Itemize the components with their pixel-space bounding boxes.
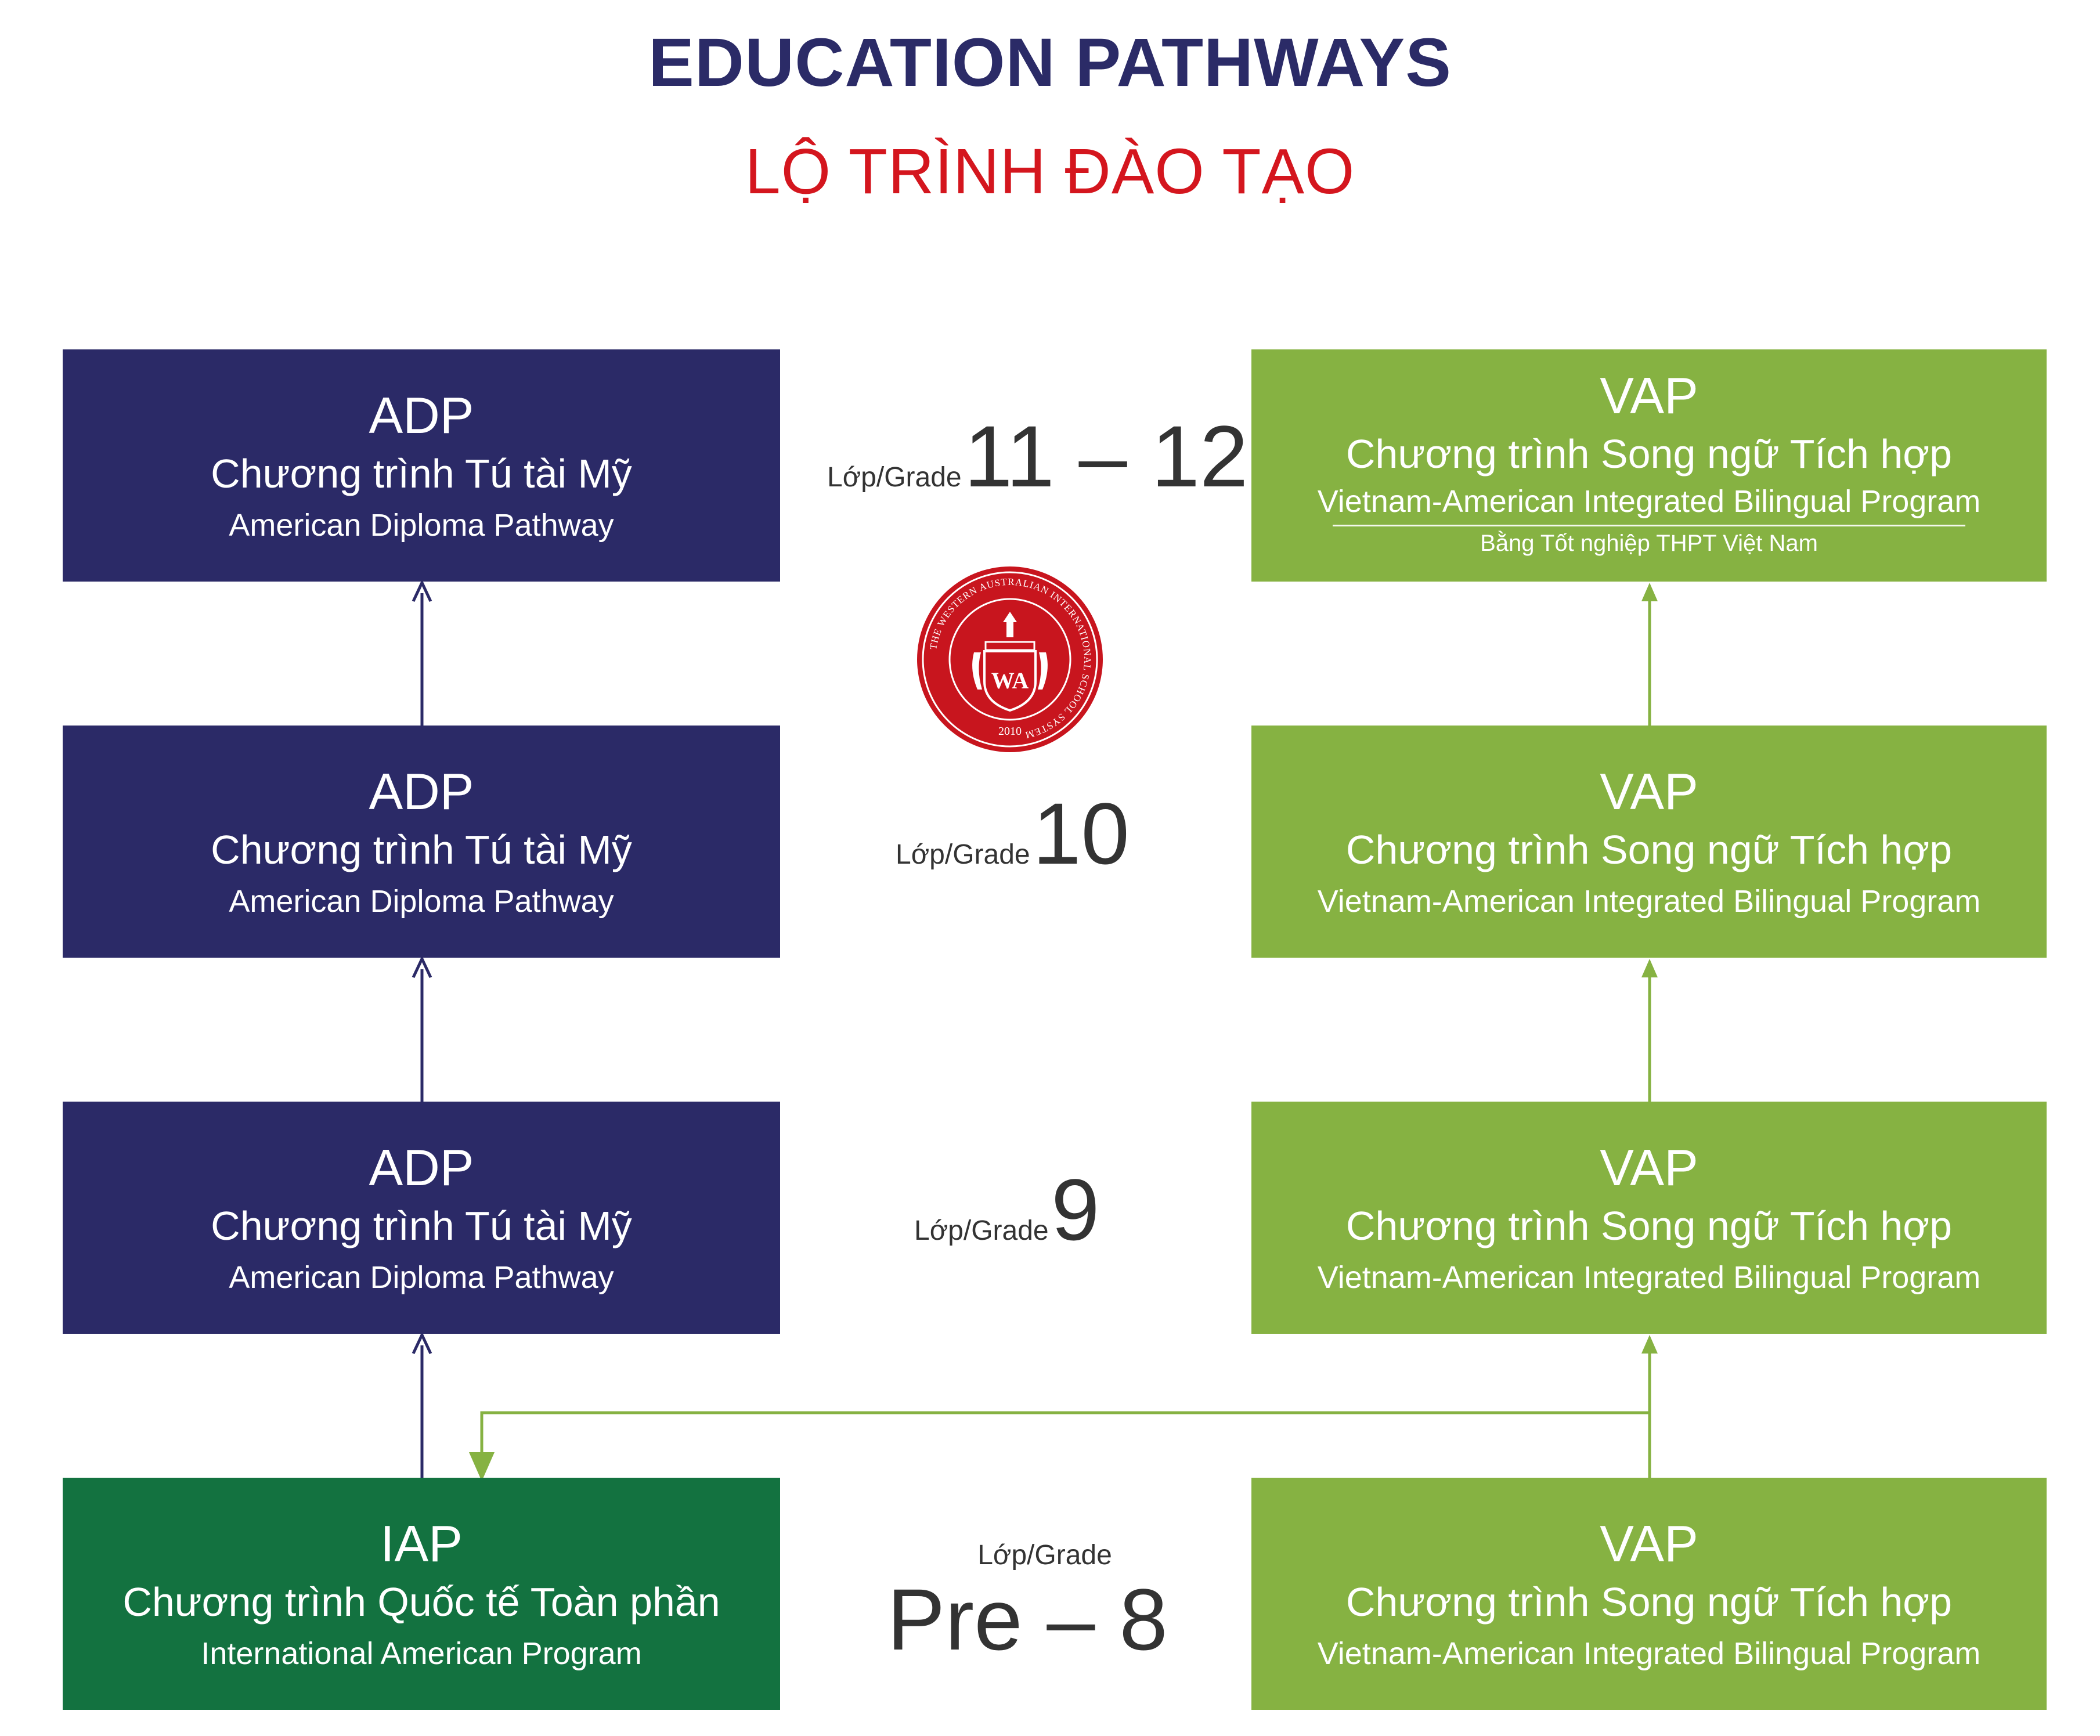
grade-label-9: Lớp/Grade 9 bbox=[914, 1160, 1100, 1260]
adp-connector-11-from-10 bbox=[412, 579, 432, 729]
program-name-vn: Chương trình Song ngữ Tích hợp bbox=[1345, 1203, 1953, 1248]
school-crest-seal-icon: THE WESTERN AUSTRALIAN INTERNATIONAL SCH… bbox=[917, 566, 1103, 752]
vap-box-grade-10: VAP Chương trình Song ngữ Tích hợp Vietn… bbox=[1251, 726, 2047, 958]
program-code: ADP bbox=[369, 763, 474, 820]
grade-label-pre-8: Lớp/Grade Pre – 8 bbox=[865, 1538, 1190, 1666]
grade-value: 10 bbox=[1033, 785, 1130, 882]
page-title: EDUCATION PATHWAYS bbox=[648, 24, 1452, 101]
program-code: VAP bbox=[1600, 763, 1698, 820]
program-name-vn: Chương trình Quốc tế Toàn phần bbox=[122, 1579, 720, 1625]
adp-box-grade-11-12: ADP Chương trình Tú tài Mỹ American Dipl… bbox=[63, 349, 780, 582]
adp-connector-9-from-iap bbox=[412, 1331, 432, 1481]
program-name-vn: Chương trình Song ngữ Tích hợp bbox=[1345, 1579, 1953, 1625]
seal-year: 2010 bbox=[998, 725, 1022, 738]
program-name-en: American Diploma Pathway bbox=[229, 884, 614, 919]
program-code: VAP bbox=[1600, 1515, 1698, 1572]
program-name-vn: Chương trình Tú tài Mỹ bbox=[211, 827, 632, 872]
iap-box-grade-pre-8: IAP Chương trình Quốc tế Toàn phần Inter… bbox=[63, 1478, 780, 1710]
grade-prefix: Lớp/Grade bbox=[896, 839, 1030, 870]
grade-prefix: Lớp/Grade bbox=[914, 1215, 1049, 1246]
grade-value: 9 bbox=[1051, 1161, 1100, 1258]
vap-box-grade-9: VAP Chương trình Song ngữ Tích hợp Vietn… bbox=[1251, 1102, 2047, 1334]
diploma-note: Bằng Tốt nghiệp THPT Việt Nam bbox=[1480, 530, 1818, 556]
adp-connector-10-from-9 bbox=[412, 955, 432, 1105]
grade-value: 11 – 12 bbox=[964, 407, 1249, 505]
program-code: VAP bbox=[1600, 1139, 1698, 1196]
program-code: IAP bbox=[380, 1515, 463, 1572]
program-code: ADP bbox=[369, 1139, 474, 1196]
page-subtitle: LỘ TRÌNH ĐÀO TẠO bbox=[745, 136, 1355, 207]
vap-to-iap-transfer-connector bbox=[469, 1411, 1650, 1481]
program-name-vn: Chương trình Tú tài Mỹ bbox=[211, 1203, 632, 1248]
grade-value: Pre – 8 bbox=[887, 1571, 1168, 1668]
vap-box-grade-pre-8: VAP Chương trình Song ngữ Tích hợp Vietn… bbox=[1251, 1478, 2047, 1710]
program-name-vn: Chương trình Song ngữ Tích hợp bbox=[1345, 827, 1953, 872]
grade-prefix: Lớp/Grade bbox=[977, 1540, 1112, 1571]
divider bbox=[1333, 525, 1965, 526]
program-name-en: Vietnam-American Integrated Bilingual Pr… bbox=[1317, 484, 1981, 519]
adp-box-grade-10: ADP Chương trình Tú tài Mỹ American Dipl… bbox=[63, 726, 780, 958]
program-name-en: Vietnam-American Integrated Bilingual Pr… bbox=[1317, 1636, 1981, 1671]
program-code: ADP bbox=[369, 387, 474, 444]
program-code: VAP bbox=[1600, 367, 1698, 424]
vap-connector-11-from-10 bbox=[1641, 583, 1658, 729]
seal-letters: WA bbox=[991, 667, 1029, 694]
vap-connector-9-from-pre8 bbox=[1641, 1335, 1658, 1481]
program-name-en: American Diploma Pathway bbox=[229, 508, 614, 543]
grade-label-10: Lớp/Grade 10 bbox=[896, 784, 1130, 884]
program-name-en: Vietnam-American Integrated Bilingual Pr… bbox=[1317, 884, 1981, 919]
program-name-vn: Chương trình Song ngữ Tích hợp bbox=[1345, 431, 1953, 477]
grade-label-11-12: Lớp/Grade 11 – 12 bbox=[827, 406, 1248, 507]
adp-box-grade-9: ADP Chương trình Tú tài Mỹ American Dipl… bbox=[63, 1102, 780, 1334]
vap-box-grade-11-12: VAP Chương trình Song ngữ Tích hợp Vietn… bbox=[1251, 349, 2047, 582]
program-name-vn: Chương trình Tú tài Mỹ bbox=[211, 451, 632, 496]
grade-prefix: Lớp/Grade bbox=[827, 462, 962, 493]
program-name-en: Vietnam-American Integrated Bilingual Pr… bbox=[1317, 1260, 1981, 1295]
program-name-en: American Diploma Pathway bbox=[229, 1260, 614, 1295]
program-name-en: International American Program bbox=[201, 1636, 642, 1671]
vap-connector-10-from-9 bbox=[1641, 959, 1658, 1105]
